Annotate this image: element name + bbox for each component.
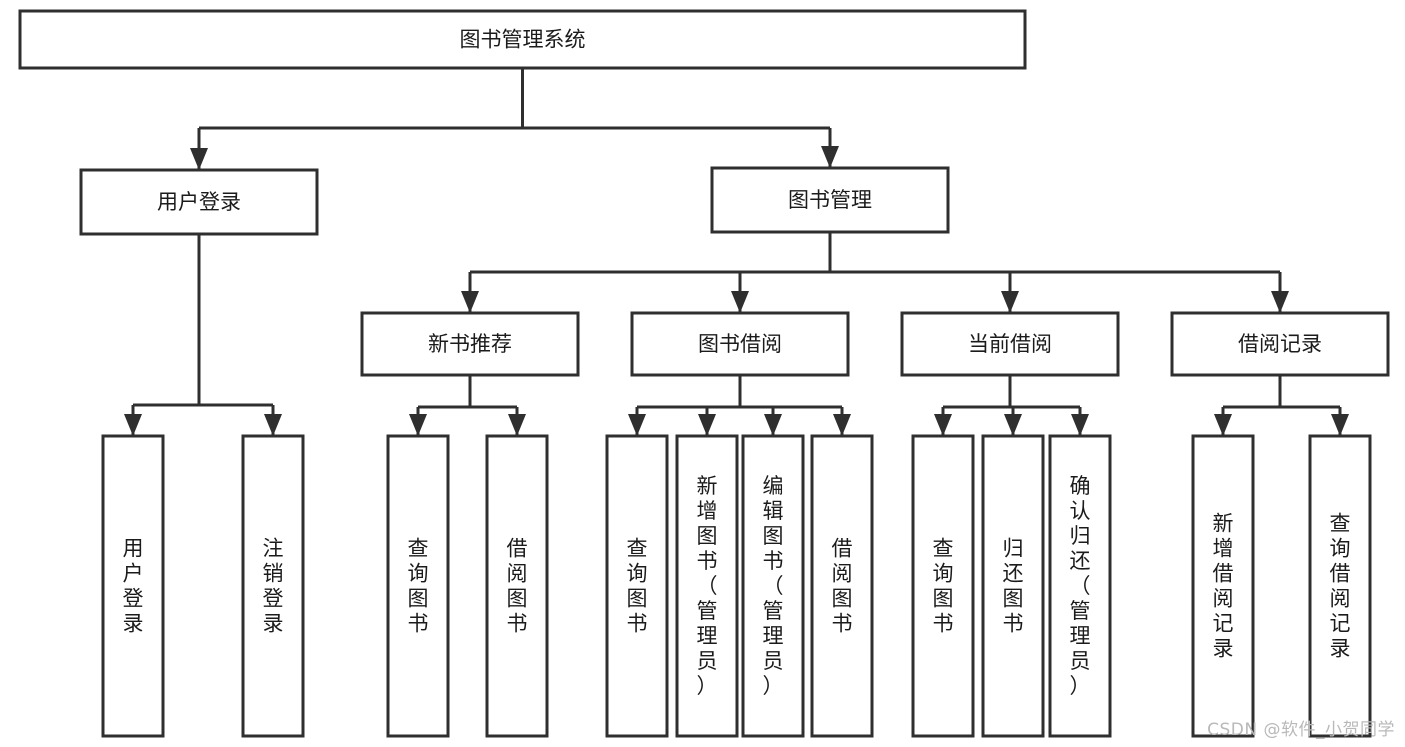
arrow-head-icon <box>1331 414 1349 436</box>
node-box[interactable] <box>810 434 874 738</box>
node-label: 用户登录 <box>123 537 144 636</box>
nodes-layer: 图书管理系统用户登录图书管理新书推荐图书借阅当前借阅借阅记录用户登录注销登录查询… <box>18 9 1390 738</box>
node-label: 查询图书 <box>933 537 954 636</box>
node-box[interactable] <box>241 434 305 738</box>
node-leaf-edit-book-admin[interactable]: 编辑图书（管理员） <box>741 434 805 738</box>
node-label: 编辑图书（管理员） <box>763 474 784 698</box>
node-label: 借阅图书 <box>832 537 853 636</box>
node-book-manage[interactable]: 图书管理 <box>710 166 950 234</box>
node-label: 用户登录 <box>157 190 241 214</box>
arrow-head-icon <box>628 414 646 436</box>
node-box[interactable] <box>1191 434 1255 738</box>
node-label: 注销登录 <box>263 537 284 636</box>
node-box[interactable] <box>1308 434 1372 738</box>
arrow-head-icon <box>1004 414 1022 436</box>
node-box[interactable] <box>386 434 450 738</box>
arrow-head-icon <box>190 148 208 170</box>
edges-layer <box>124 68 1349 436</box>
node-box[interactable] <box>605 434 669 738</box>
node-label: 查询图书 <box>408 537 429 636</box>
arrow-head-icon <box>731 291 749 313</box>
arrow-head-icon <box>461 291 479 313</box>
arrow-head-icon <box>124 414 142 436</box>
node-label: 借阅记录 <box>1238 332 1322 356</box>
arrow-head-icon <box>264 414 282 436</box>
node-leaf-confirm-return-admin[interactable]: 确认归还（管理员） <box>1048 434 1112 738</box>
node-box[interactable] <box>485 434 549 738</box>
arrow-head-icon <box>698 414 716 436</box>
node-label: 确认归还（管理员） <box>1070 474 1091 698</box>
node-label: 当前借阅 <box>968 332 1052 356</box>
node-box[interactable] <box>741 434 805 738</box>
node-leaf-query-book[interactable]: 查询图书 <box>605 434 669 738</box>
node-box[interactable] <box>630 311 850 377</box>
node-box[interactable] <box>675 434 739 738</box>
node-user-login[interactable]: 用户登录 <box>79 168 319 236</box>
node-root-root[interactable]: 图书管理系统 <box>18 9 1027 70</box>
node-box[interactable] <box>1048 434 1112 738</box>
node-box[interactable] <box>710 166 950 234</box>
node-box[interactable] <box>360 311 580 377</box>
node-borrow-record[interactable]: 借阅记录 <box>1170 311 1390 377</box>
node-box[interactable] <box>911 434 975 738</box>
node-book-borrow[interactable]: 图书借阅 <box>630 311 850 377</box>
node-box[interactable] <box>900 311 1120 377</box>
node-leaf-query-borrow-record[interactable]: 查询借阅记录 <box>1308 434 1372 738</box>
node-leaf-borrow-book-recommend[interactable]: 借阅图书 <box>485 434 549 738</box>
node-leaf-add-book-admin[interactable]: 新增图书（管理员） <box>675 434 739 738</box>
node-label: 新增图书（管理员） <box>697 474 718 698</box>
node-label: 图书管理 <box>788 188 872 212</box>
node-leaf-user-login[interactable]: 用户登录 <box>101 434 165 738</box>
node-box[interactable] <box>18 9 1027 70</box>
arrow-head-icon <box>934 414 952 436</box>
node-box[interactable] <box>981 434 1045 738</box>
node-label: 归还图书 <box>1003 537 1024 636</box>
node-leaf-query-book-current[interactable]: 查询图书 <box>911 434 975 738</box>
arrow-head-icon <box>1001 291 1019 313</box>
node-leaf-query-book-recommend[interactable]: 查询图书 <box>386 434 450 738</box>
arrow-head-icon <box>764 414 782 436</box>
node-new-book-recommend[interactable]: 新书推荐 <box>360 311 580 377</box>
arrow-head-icon <box>409 414 427 436</box>
node-label: 查询借阅记录 <box>1330 512 1351 661</box>
node-label: 图书借阅 <box>698 332 782 356</box>
arrow-head-icon <box>1071 414 1089 436</box>
node-label: 查询图书 <box>627 537 648 636</box>
node-leaf-return-book[interactable]: 归还图书 <box>981 434 1045 738</box>
node-leaf-logout-login[interactable]: 注销登录 <box>241 434 305 738</box>
arrow-head-icon <box>833 414 851 436</box>
node-label: 图书管理系统 <box>460 28 586 52</box>
node-label: 借阅图书 <box>507 537 528 636</box>
arrow-head-icon <box>1271 291 1289 313</box>
node-box[interactable] <box>79 168 319 236</box>
node-leaf-borrow-book[interactable]: 借阅图书 <box>810 434 874 738</box>
node-box[interactable] <box>1170 311 1390 377</box>
arrow-head-icon <box>1214 414 1232 436</box>
node-box[interactable] <box>101 434 165 738</box>
node-label: 新书推荐 <box>428 332 512 356</box>
arrow-head-icon <box>821 146 839 168</box>
node-label: 新增借阅记录 <box>1213 512 1234 661</box>
node-current-borrow[interactable]: 当前借阅 <box>900 311 1120 377</box>
node-leaf-add-borrow-record[interactable]: 新增借阅记录 <box>1191 434 1255 738</box>
arrow-head-icon <box>508 414 526 436</box>
